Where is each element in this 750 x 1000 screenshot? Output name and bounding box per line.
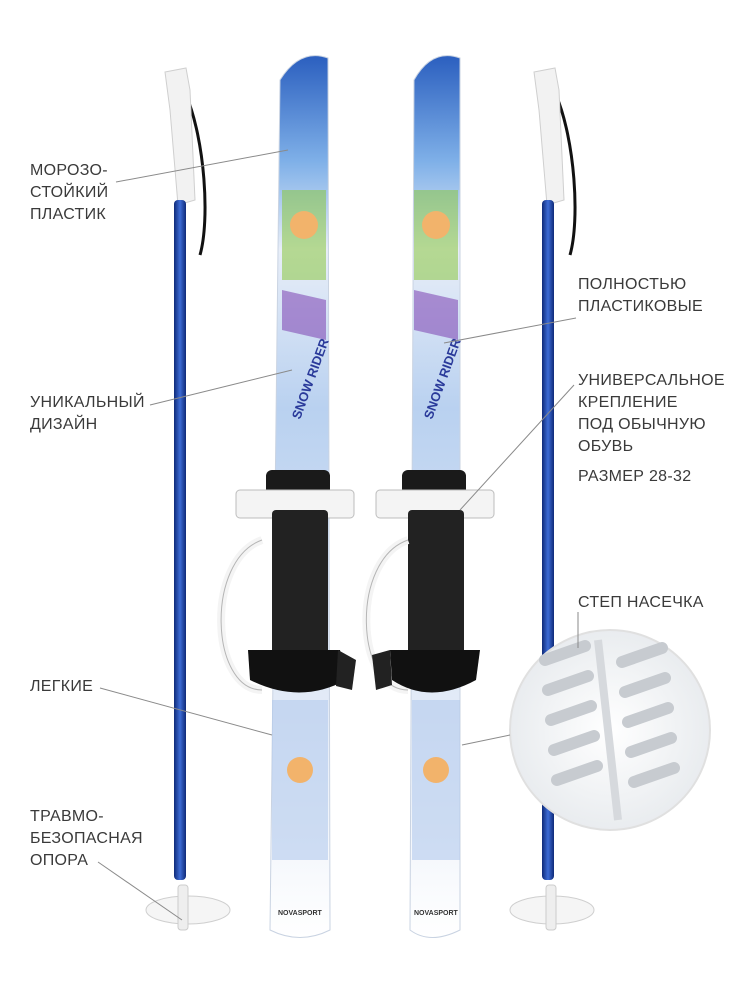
right-binding-plate bbox=[408, 510, 464, 680]
left-ski: SNOW RIDER NOVASPORT bbox=[269, 55, 332, 938]
label-all-plastic-line-2: ПЛАСТИКОВЫЕ bbox=[578, 298, 704, 315]
left-ski-brand: NOVASPORT bbox=[278, 910, 323, 917]
left-ski-graphic bbox=[282, 290, 326, 340]
label-frost-resistant-line-3: ПЛАСТИК bbox=[30, 206, 107, 223]
right-binding bbox=[362, 470, 495, 694]
left-pole-tip bbox=[177, 884, 189, 931]
leader-light bbox=[99, 687, 273, 736]
label-light-line-1: ЛЕГКИЕ bbox=[30, 678, 94, 695]
right-ski-lower-face bbox=[423, 757, 449, 783]
label-universal-binding-line-1: УНИВЕРСАЛЬНОЕ bbox=[578, 372, 725, 389]
leader-all-plastic bbox=[443, 317, 577, 344]
label-safe-tip-line-1: ТРАВМО- bbox=[30, 808, 104, 825]
leader-safe-tip bbox=[97, 861, 183, 921]
left-ski-character-face bbox=[290, 211, 318, 239]
label-frost-resistant-line-2: СТОЙКИЙ bbox=[30, 184, 109, 201]
label-all-plastic-line-1: ПОЛНОСТЬЮ bbox=[578, 276, 687, 293]
label-unique-design-line-2: ДИЗАЙН bbox=[30, 416, 98, 433]
label-step-notch: СТЕП НАСЕЧКА bbox=[578, 592, 704, 614]
label-size-text: РАЗМЕР 28-32 bbox=[578, 468, 692, 485]
right-ski-brand: NOVASPORT bbox=[414, 910, 459, 917]
leader-unique-design bbox=[149, 369, 293, 406]
label-safe-tip: ТРАВМО- БЕЗОПАСНАЯ ОПОРА bbox=[30, 806, 143, 872]
label-universal-binding-line-2: КРЕПЛЕНИЕ bbox=[578, 394, 678, 411]
leader-frost-resistant bbox=[115, 149, 289, 183]
right-pole-strap bbox=[554, 94, 577, 256]
label-safe-tip-line-2: БЕЗОПАСНАЯ bbox=[30, 830, 143, 847]
right-binding-heel-cup bbox=[390, 650, 480, 693]
leader-lines bbox=[97, 149, 579, 921]
right-ski-graphic bbox=[414, 290, 458, 340]
right-pole-grip bbox=[533, 67, 565, 206]
left-binding-heel-strap-edge bbox=[220, 539, 263, 691]
left-binding-heel-cup bbox=[248, 650, 346, 693]
left-pole bbox=[145, 67, 231, 931]
right-pole-tip bbox=[545, 884, 557, 931]
step-notch-groove bbox=[594, 639, 622, 821]
step-notch-zoom bbox=[509, 629, 711, 831]
left-pole-strap bbox=[184, 94, 207, 256]
left-binding-plate bbox=[272, 510, 328, 680]
label-all-plastic: ПОЛНОСТЬЮ ПЛАСТИКОВЫЕ bbox=[578, 274, 703, 318]
label-frost-resistant-line-1: МОРОЗО- bbox=[30, 162, 108, 179]
left-binding bbox=[217, 470, 356, 694]
label-safe-tip-line-3: ОПОРА bbox=[30, 852, 89, 869]
label-unique-design-line-1: УНИКАЛЬНЫЙ bbox=[30, 394, 145, 411]
label-unique-design: УНИКАЛЬНЫЙ ДИЗАЙН bbox=[30, 392, 145, 436]
left-pole-grip bbox=[164, 67, 196, 206]
step-notch-pattern bbox=[539, 640, 680, 788]
label-size: РАЗМЕР 28-32 bbox=[578, 466, 691, 488]
left-pole-shaft bbox=[174, 200, 186, 880]
label-universal-binding: УНИВЕРСАЛЬНОЕ КРЕПЛЕНИЕ ПОД ОБЫЧНУЮ ОБУВ… bbox=[578, 370, 725, 458]
leader-step-notch-ski bbox=[461, 734, 511, 746]
leader-universal-binding bbox=[459, 384, 575, 511]
left-ski-lower-face bbox=[287, 757, 313, 783]
label-universal-binding-line-4: ОБУВЬ bbox=[578, 438, 634, 455]
label-light: ЛЕГКИЕ bbox=[30, 676, 93, 698]
left-binding-buckle bbox=[336, 650, 356, 690]
right-binding-buckle bbox=[372, 650, 392, 690]
label-step-notch-text: СТЕП НАСЕЧКА bbox=[578, 594, 704, 611]
right-ski-character-face bbox=[422, 211, 450, 239]
label-frost-resistant: МОРОЗО- СТОЙКИЙ ПЛАСТИК bbox=[30, 160, 108, 226]
label-universal-binding-line-3: ПОД ОБЫЧНУЮ bbox=[578, 416, 706, 433]
